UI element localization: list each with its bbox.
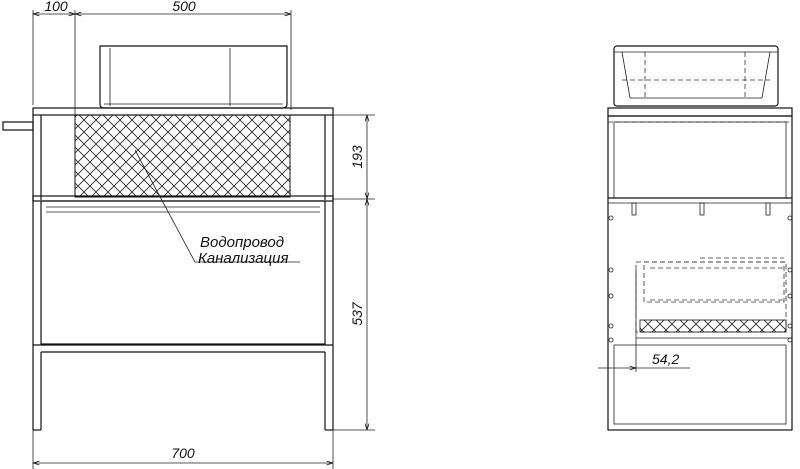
dim-upper-height: 193 xyxy=(349,145,365,169)
dim-lower-height: 537 xyxy=(349,301,365,326)
countertop xyxy=(32,107,334,116)
side-drawer xyxy=(635,257,792,339)
side-countertop xyxy=(607,107,793,117)
dim-offset-top: 100 xyxy=(44,0,68,14)
dim-basin-width: 500 xyxy=(172,0,196,14)
pipe-stub xyxy=(2,121,34,131)
side-view: 54,2 xyxy=(598,45,793,431)
side-basin xyxy=(613,45,779,107)
drawer-front xyxy=(40,200,326,345)
plumbing-zone xyxy=(74,114,291,198)
dim-siphon-offset: 54,2 xyxy=(652,351,679,367)
basin xyxy=(99,45,288,109)
callout-drainage: Канализация xyxy=(198,250,289,267)
front-view: 100 500 xyxy=(2,0,375,469)
callout-water-supply: Водопровод xyxy=(200,234,284,251)
dim-total-width: 700 xyxy=(171,445,195,461)
side-cabinet xyxy=(607,115,793,431)
callout-leader xyxy=(134,149,300,263)
